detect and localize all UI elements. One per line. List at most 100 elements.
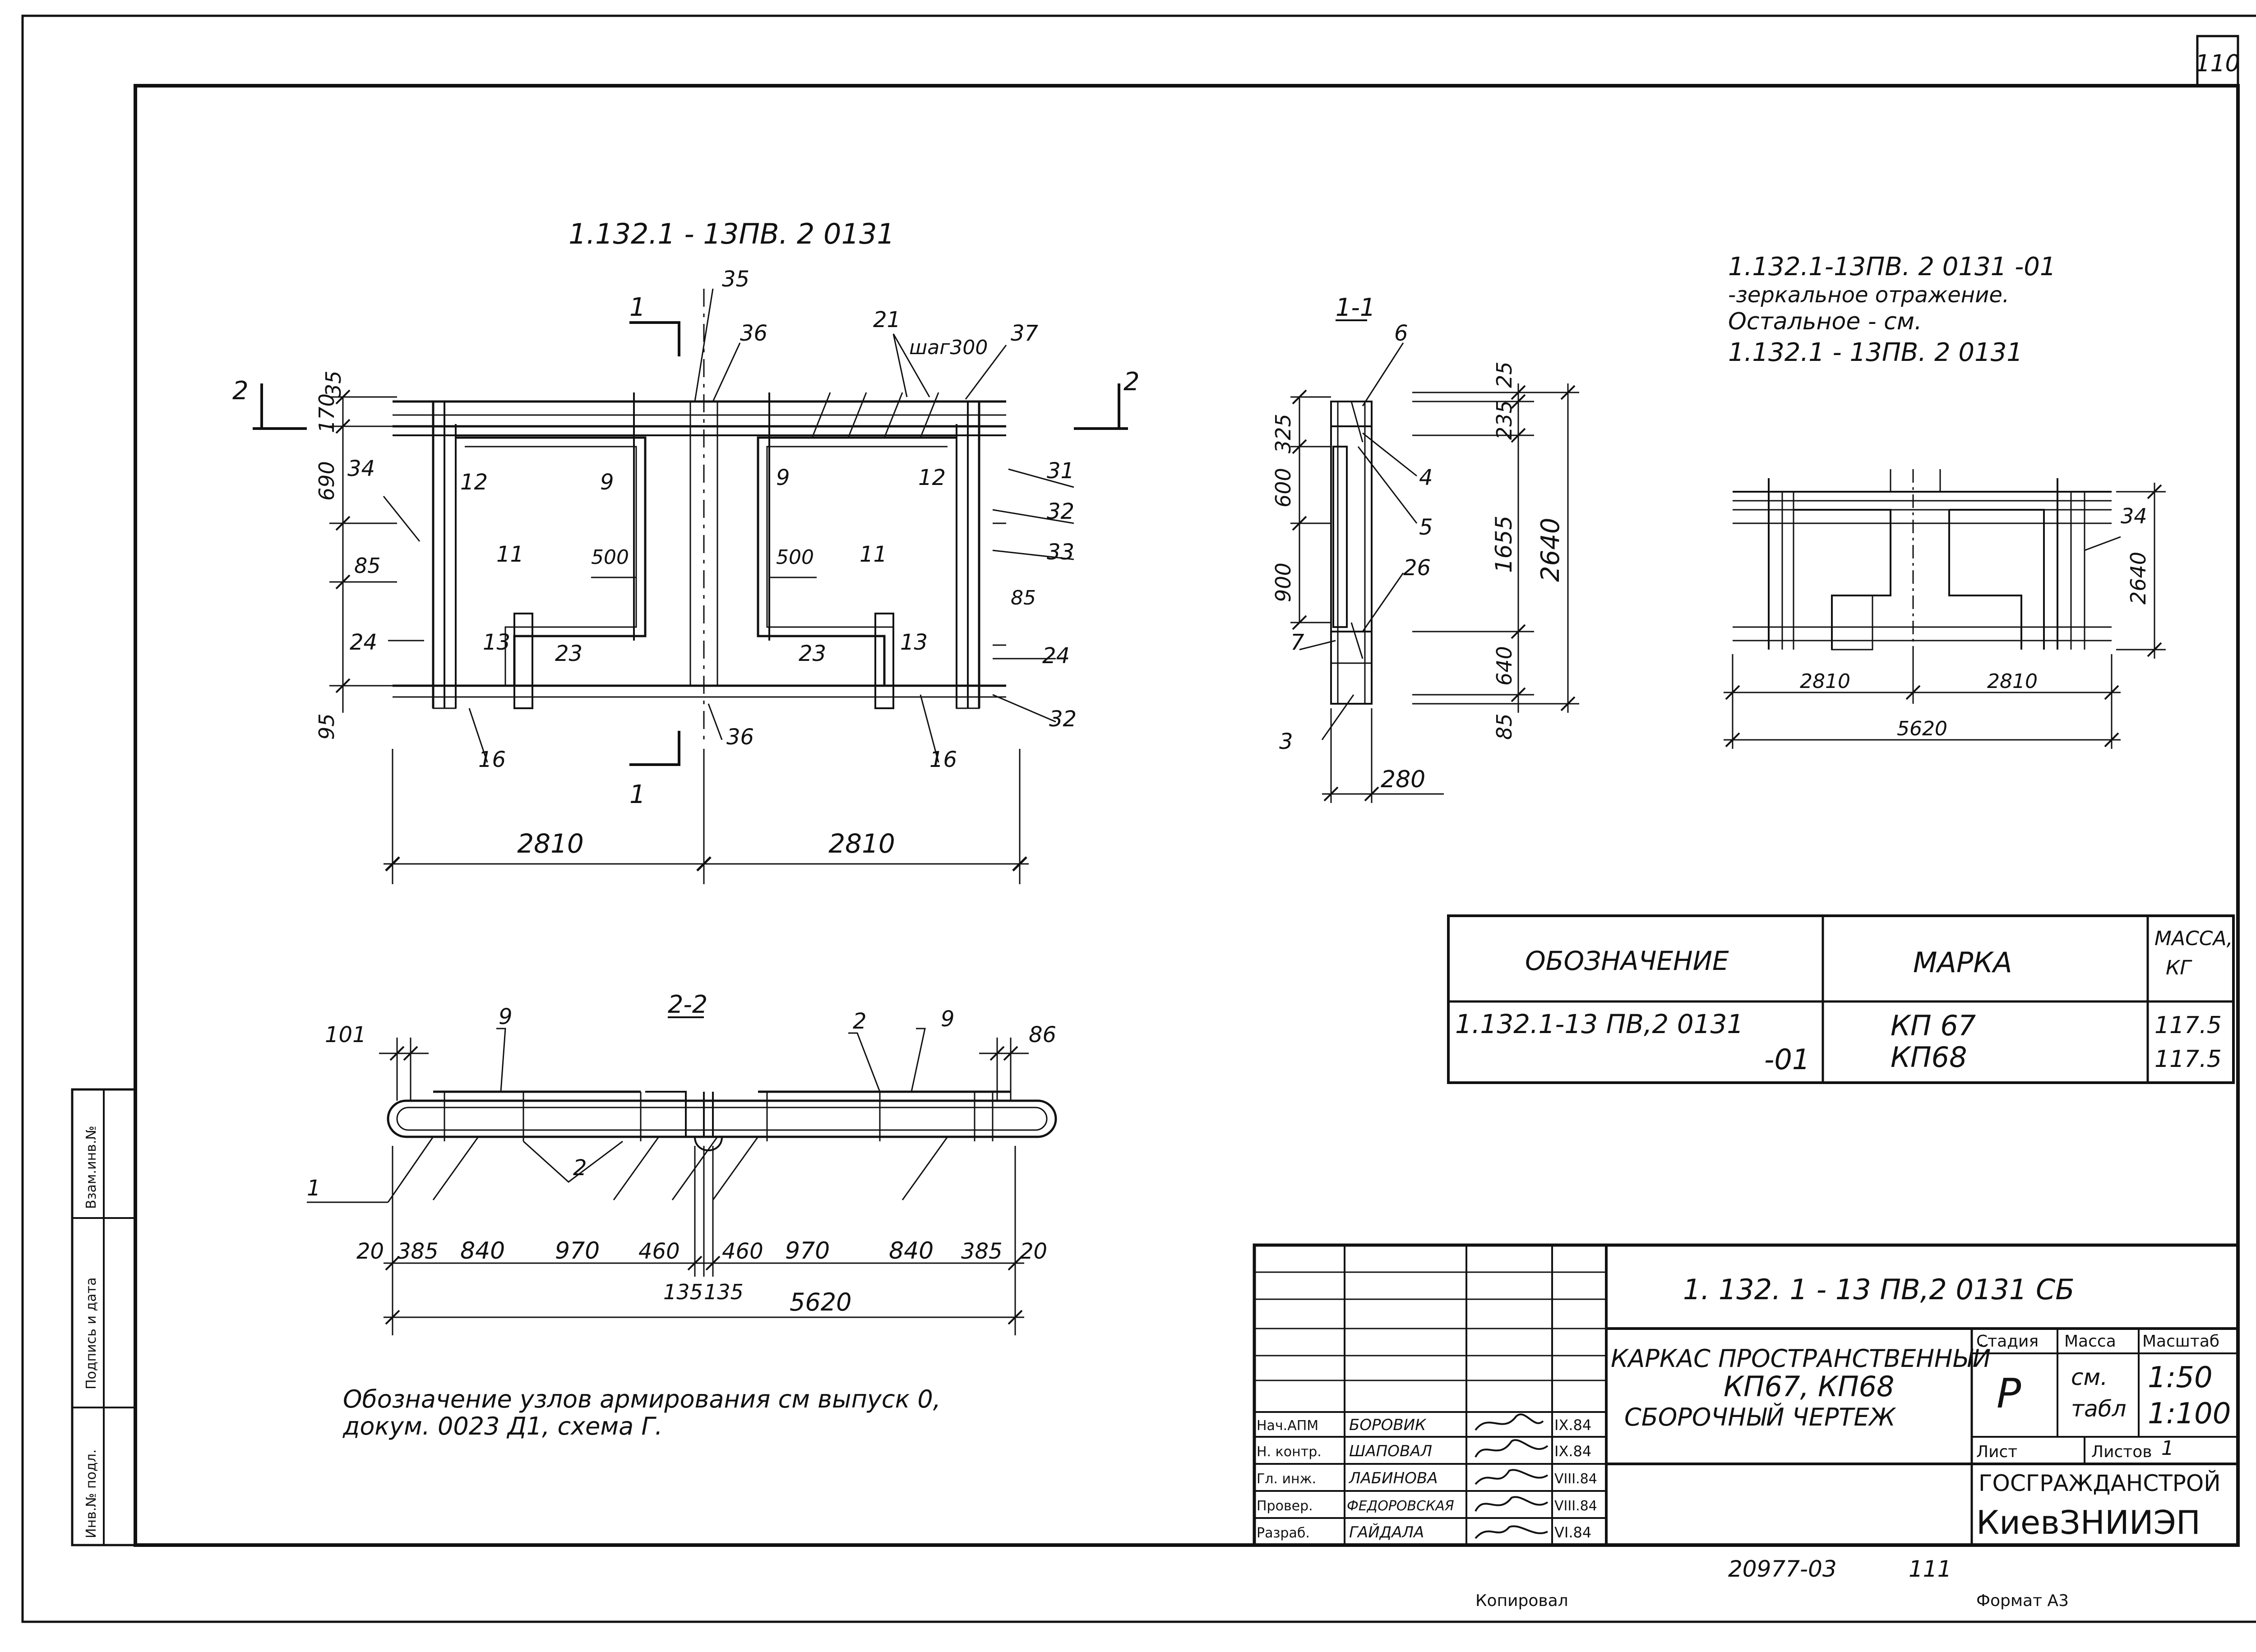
main-dim-500a: 500 — [591, 546, 629, 569]
tb-name-line2: КП67, КП68 — [1724, 1370, 1894, 1403]
sec22-callout-1: 1 — [307, 1176, 321, 1201]
callout-32-top: 32 — [1047, 499, 1074, 524]
sec22-dim-86: 86 — [1029, 1022, 1056, 1047]
tb-staff-date-4: VIII.84 — [1554, 1498, 1597, 1514]
spec-table-grid — [1447, 914, 2235, 1084]
page-number: 110 — [2195, 50, 2240, 77]
signatures — [1475, 1413, 1549, 1539]
callout-12-right: 12 — [918, 465, 946, 490]
tb-staff-date-1: IX.84 — [1554, 1417, 1591, 1434]
callout-21: 21 — [873, 307, 901, 332]
tb-staff-role-1: Нач.АПМ — [1257, 1418, 1318, 1434]
sec11-callout-5: 5 — [1419, 515, 1433, 540]
section-1-1-drawing — [1290, 342, 1579, 803]
small-view-dim-2810b: 2810 — [1987, 670, 2038, 693]
sheet-frames — [21, 14, 2256, 1623]
callout-34: 34 — [347, 456, 375, 481]
callout-11-left: 11 — [496, 542, 524, 567]
callout-24-left: 24 — [350, 630, 377, 655]
tb-staff-date-2: IX.84 — [1554, 1443, 1591, 1460]
sec11-dim-280: 280 — [1381, 766, 1425, 793]
tb-staff-name-2: ШАПОВАЛ — [1349, 1442, 1432, 1460]
tb-staff-date-3: VIII.84 — [1554, 1471, 1597, 1487]
main-dim-35: 35 — [321, 370, 346, 397]
sec11-callout-26: 26 — [1403, 555, 1431, 581]
sec11-dim-600: 600 — [1271, 468, 1295, 508]
callout-31: 31 — [1047, 458, 1074, 484]
cut-2-right: 2 — [1123, 367, 1140, 397]
tb-sheets-label: Листов — [2091, 1443, 2152, 1461]
sec22-dim-385-right: 385 — [961, 1239, 1003, 1264]
tb-mass-value1: см. — [2071, 1364, 2108, 1390]
main-dim-85-right: 85 — [1011, 586, 1036, 609]
section-2-2-title: 2-2 — [668, 990, 707, 1019]
left-binding-strip — [71, 1088, 137, 1546]
mirror-note-line2: -зеркальное отражение. — [1728, 282, 2009, 308]
sec22-callout-2b: 2 — [573, 1155, 587, 1181]
title-block-grid — [1253, 1243, 2240, 1547]
tb-staff-name-1: БОРОВИК — [1349, 1416, 1427, 1434]
tb-mass-value2: табл — [2071, 1396, 2127, 1422]
sec22-dim-5620: 5620 — [790, 1288, 851, 1316]
mirror-note-line4: 1.132.1 - 13ПВ. 2 0131 — [1728, 338, 2023, 367]
callout-13-right: 13 — [900, 630, 928, 655]
callout-35: 35 — [722, 267, 749, 292]
callout-23-left: 23 — [555, 641, 582, 666]
callout-36-top: 36 — [740, 321, 767, 346]
callout-9-left: 9 — [600, 470, 614, 495]
tb-mass-label: Масса — [2064, 1332, 2116, 1351]
callout-37: 37 — [1011, 321, 1039, 346]
spec-row2-designation: -01 — [1764, 1043, 1810, 1076]
note-line1: Обозначение узлов армирования см выпуск … — [343, 1385, 941, 1413]
callout-12-left: 12 — [460, 470, 488, 495]
callout-36-bottom: 36 — [726, 724, 754, 750]
spec-row2-mass: 117.5 — [2154, 1046, 2222, 1073]
sec22-dim-135b: 135 — [704, 1280, 744, 1304]
sec22-dim-840-right: 840 — [889, 1237, 934, 1264]
main-dim-2810b: 2810 — [828, 828, 895, 859]
callout-32-bottom: 32 — [1049, 706, 1077, 732]
spec-row2-mark: КП68 — [1891, 1041, 1967, 1074]
spec-header-mass-unit: КГ — [2166, 956, 2192, 979]
small-view-dim-5620: 5620 — [1897, 717, 1947, 740]
tb-sheets-value: 1 — [2161, 1437, 2174, 1460]
callout-11-right: 11 — [860, 542, 887, 567]
section-1-1-title: 1-1 — [1336, 293, 1375, 322]
cut-1-top: 1 — [629, 293, 646, 322]
cut-2-left: 2 — [232, 376, 249, 406]
tb-name-line3: СБОРОЧНЫЙ ЧЕРТЕЖ — [1624, 1403, 1897, 1431]
tb-scale-value2: 1:100 — [2148, 1397, 2231, 1431]
small-view-drawing — [1724, 469, 2166, 749]
sec22-dim-970-left: 970 — [555, 1237, 600, 1264]
main-view-drawing — [253, 288, 1128, 884]
sec11-dim-2640: 2640 — [1536, 517, 1565, 582]
main-dim-85: 85 — [354, 554, 381, 578]
tb-name-line1: КАРКАС ПРОСТРАНСТВЕННЫЙ — [1611, 1344, 1991, 1373]
spec-header-mark: МАРКА — [1913, 946, 2012, 979]
callout-16-right: 16 — [929, 747, 957, 772]
tb-doc-code: 1. 132. 1 - 13 ПВ,2 0131 СБ — [1683, 1273, 2075, 1306]
sec11-dim-85: 85 — [1492, 713, 1516, 740]
tb-staff-role-5: Разраб. — [1257, 1525, 1310, 1541]
main-view-title: 1.132.1 - 13ПВ. 2 0131 — [569, 217, 895, 250]
tb-staff-date-5: VI.84 — [1554, 1524, 1591, 1541]
footer-archive-page: 111 — [1909, 1556, 1951, 1582]
spec-row1-mark: КП 67 — [1891, 1009, 1976, 1042]
footer-archive-number: 20977-03 — [1728, 1556, 1837, 1582]
strip-sign-date: Подпись и дата — [83, 1278, 99, 1390]
sec22-dim-385-left: 385 — [397, 1239, 439, 1264]
sec22-dim-460-left: 460 — [638, 1239, 680, 1264]
sec11-dim-900: 900 — [1271, 563, 1295, 602]
tb-stage-value: Р — [1997, 1370, 2021, 1417]
main-dim-95: 95 — [314, 713, 339, 740]
sec22-dim-20-left: 20 — [356, 1239, 384, 1264]
small-view-callout-34: 34 — [2121, 504, 2147, 528]
main-dim-690: 690 — [314, 461, 339, 501]
tb-staff-role-4: Провер. — [1257, 1498, 1313, 1514]
sec11-dim-25: 25 — [1492, 361, 1516, 388]
sec11-dim-640: 640 — [1492, 646, 1516, 686]
sec22-callout-2a: 2 — [853, 1009, 867, 1034]
sec11-dim-1655: 1655 — [1491, 516, 1517, 573]
footer-format: Формат А3 — [1976, 1592, 2069, 1610]
sec22-dim-840-left: 840 — [460, 1237, 505, 1264]
